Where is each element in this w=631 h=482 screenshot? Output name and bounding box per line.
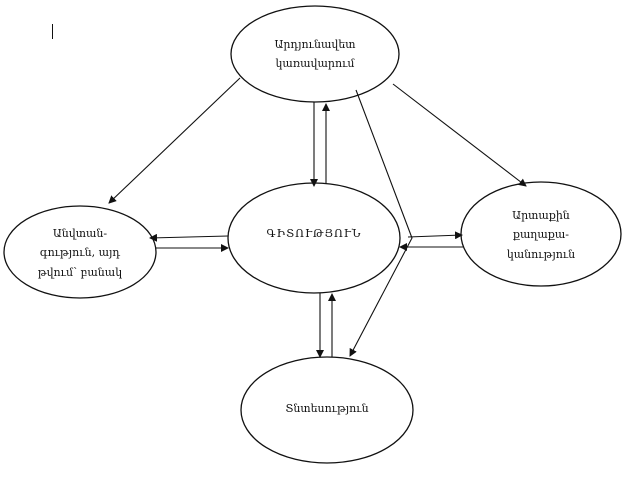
node-top-shape xyxy=(230,5,400,103)
edge-top-to-bottom xyxy=(349,89,413,357)
edge-center-to-left xyxy=(149,233,229,242)
node-bottom-shape xyxy=(240,356,414,464)
node-right-line-1: Արտաքին xyxy=(512,209,570,223)
node-left-label: Անվտան- գություն, այդ թվում՝ բանակ xyxy=(4,210,156,296)
node-bottom-label: Տնտեսություն xyxy=(241,394,413,424)
edge-top-to-right xyxy=(392,83,527,187)
node-bottom-line-1: Տնտեսություն xyxy=(285,402,369,416)
edge-center-to-right xyxy=(407,231,463,240)
text-cursor-mark xyxy=(52,24,53,39)
node-right-line-2: քաղաքա- xyxy=(512,228,569,242)
node-right-label: Արտաքին քաղաքա- կանություն xyxy=(461,190,621,280)
node-left-shape xyxy=(3,205,157,299)
node-top-line-2: կառավարում xyxy=(275,57,355,70)
node-left-line-3: թվում՝ բանակ xyxy=(37,265,123,279)
node-top-label: Արդյունավետ կառավարում xyxy=(231,14,399,94)
node-right-line-3: կանություն xyxy=(506,247,576,261)
node-top-line-1: Արդյունավետ xyxy=(274,37,356,51)
node-center-label: ԳԻՏՈՒԹՅՈՒՆ xyxy=(228,220,400,248)
node-center-line-1: ԳԻՏՈՒԹՅՈՒՆ xyxy=(266,227,362,241)
node-left-line-1: Անվտան- xyxy=(52,227,108,241)
node-left-line-2: գություն, այդ xyxy=(39,246,121,260)
edge-top-to-left xyxy=(108,77,241,204)
